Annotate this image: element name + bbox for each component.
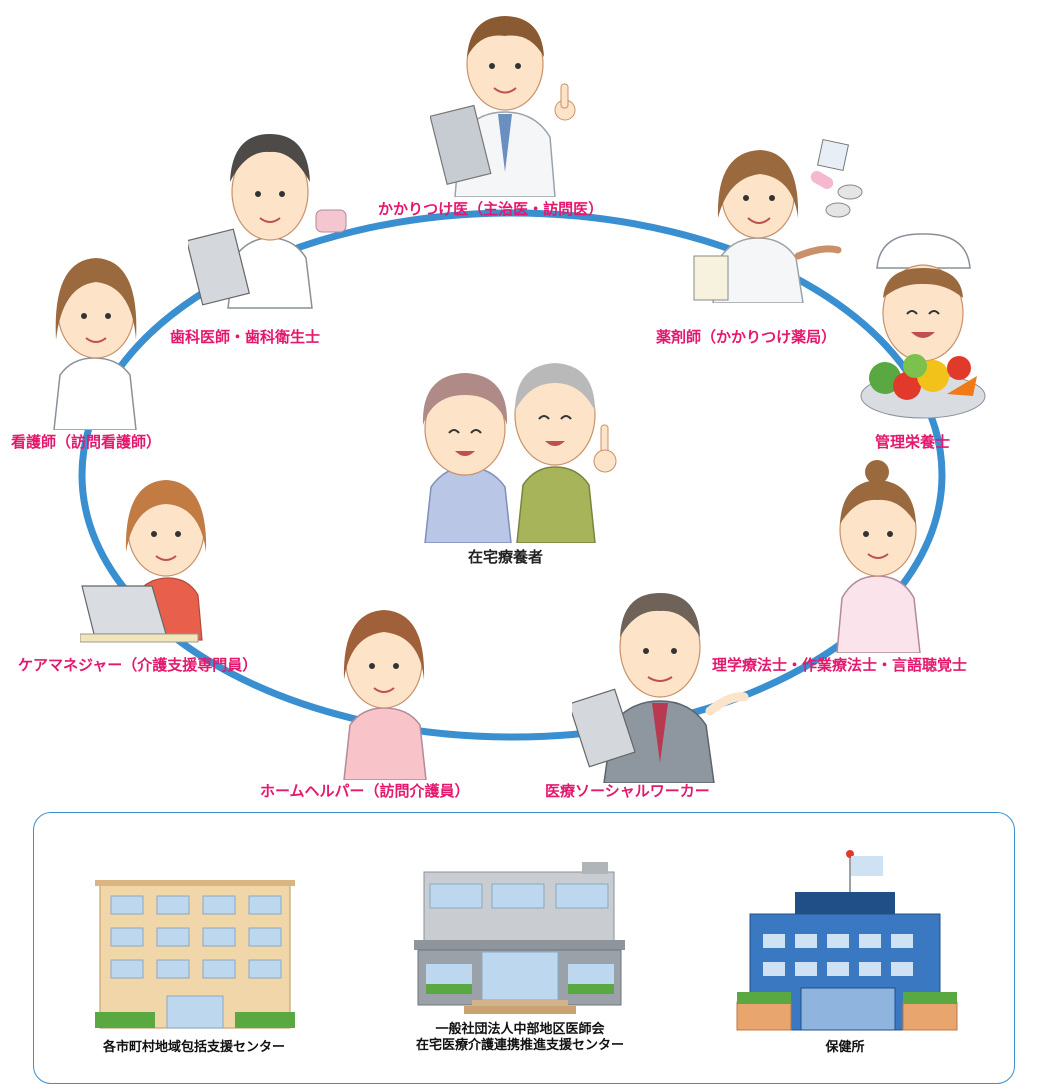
community-center-building-icon	[95, 880, 295, 1030]
related-organizations-box	[33, 812, 1015, 1084]
nurse-icon	[42, 250, 147, 430]
health-center-building-icon	[735, 850, 960, 1035]
role-label-dietitian: 管理栄養士	[875, 433, 951, 451]
role-label-pharmacist: 薬剤師（かかりつけ薬局）	[656, 328, 837, 346]
doctor-icon	[430, 2, 580, 197]
facility-label-medical-association-line2: 在宅医療介護連携推進支援センター	[415, 1038, 624, 1053]
elderly-couple-icon	[405, 355, 620, 543]
dentist-icon	[188, 128, 353, 313]
facility-label-community-center: 各市町村地域包括支援センター	[102, 1040, 285, 1055]
dietitian-icon	[855, 228, 990, 423]
role-label-doctor: かかりつけ医（主治医・訪問医）	[378, 200, 604, 218]
role-label-nurse: 看護師（訪問看護師）	[11, 433, 162, 451]
medical-association-building-icon	[412, 862, 627, 1017]
role-label-home-helper: ホームヘルパー（訪問介護員）	[260, 782, 470, 800]
therapist-icon	[822, 458, 937, 653]
patient-label: 在宅療養者	[468, 548, 544, 566]
role-label-dentist: 歯科医師・歯科衛生士	[170, 328, 321, 346]
facility-label-health-center: 保健所	[825, 1040, 865, 1055]
care-manager-icon	[80, 470, 220, 650]
home-helper-icon	[332, 600, 437, 780]
social-worker-icon	[572, 585, 752, 783]
role-label-social-worker: 医療ソーシャルワーカー	[545, 782, 710, 800]
role-label-care-manager: ケアマネジャー（介護支援専門員）	[18, 656, 258, 674]
pharmacist-icon	[688, 138, 868, 303]
role-label-therapist: 理学療法士・作業療法士・言語聴覚士	[712, 656, 968, 674]
facility-label-medical-association-line1: 一般社団法人中部地区医師会	[435, 1022, 605, 1037]
